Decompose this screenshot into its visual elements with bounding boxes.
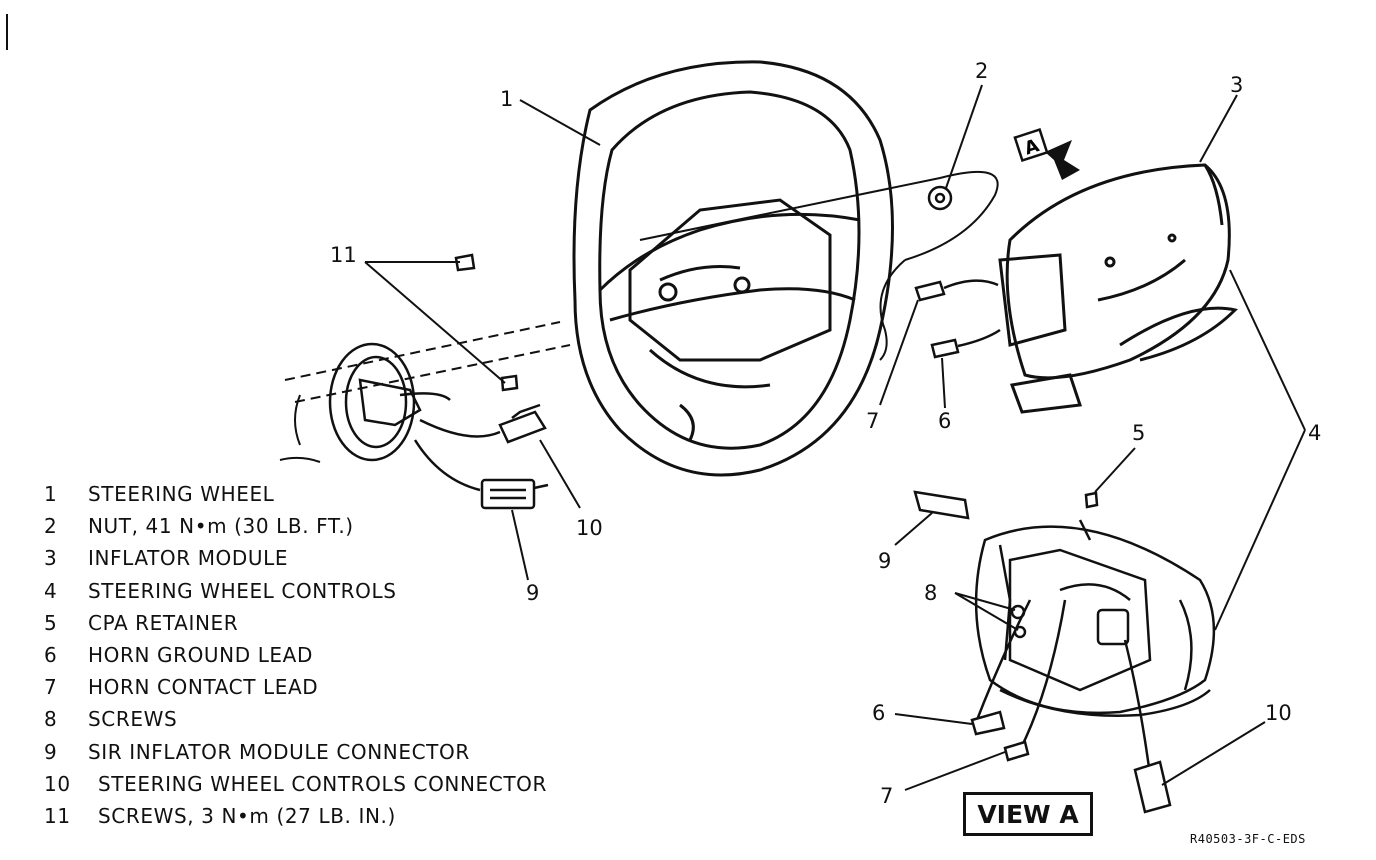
view-a-connectors — [913, 490, 1172, 814]
view-arrow — [1013, 127, 1080, 180]
callout-2: 2 — [975, 59, 988, 83]
callout-6: 6 — [938, 409, 951, 433]
callout-11: 11 — [330, 243, 357, 267]
callout-1: 1 — [500, 87, 513, 111]
screw-part — [454, 253, 519, 392]
callout-8: 8 — [924, 581, 937, 605]
callout-7: 7 — [866, 409, 879, 433]
column-hub — [328, 342, 501, 492]
steering-wheel-part — [572, 60, 894, 477]
callout-5: 5 — [1132, 421, 1145, 445]
callout-7-view-a: 7 — [880, 784, 893, 808]
view-a-detail — [973, 519, 1216, 776]
nut-part — [927, 185, 953, 211]
horn-leads-part — [914, 279, 1001, 359]
edge-mark — [6, 14, 8, 50]
view-a-label: VIEW A — [963, 792, 1093, 836]
callout-3: 3 — [1230, 73, 1243, 97]
callout-4: 4 — [1308, 421, 1321, 445]
sir-connector-part — [480, 478, 549, 510]
callout-9-view-a: 9 — [878, 549, 891, 573]
leader-lines — [364, 84, 1306, 791]
callout-10: 10 — [576, 516, 603, 540]
callout-10-view-a: 10 — [1265, 701, 1292, 725]
inflator-module-part — [998, 163, 1238, 414]
controls-connector-part — [498, 403, 547, 444]
callout-9: 9 — [526, 581, 539, 605]
reference-code: R40503-3F-C-EDS — [1190, 832, 1306, 846]
view-arrow-letter: A — [1022, 135, 1042, 159]
callout-6-view-a: 6 — [872, 701, 885, 725]
steering-column — [279, 170, 999, 463]
